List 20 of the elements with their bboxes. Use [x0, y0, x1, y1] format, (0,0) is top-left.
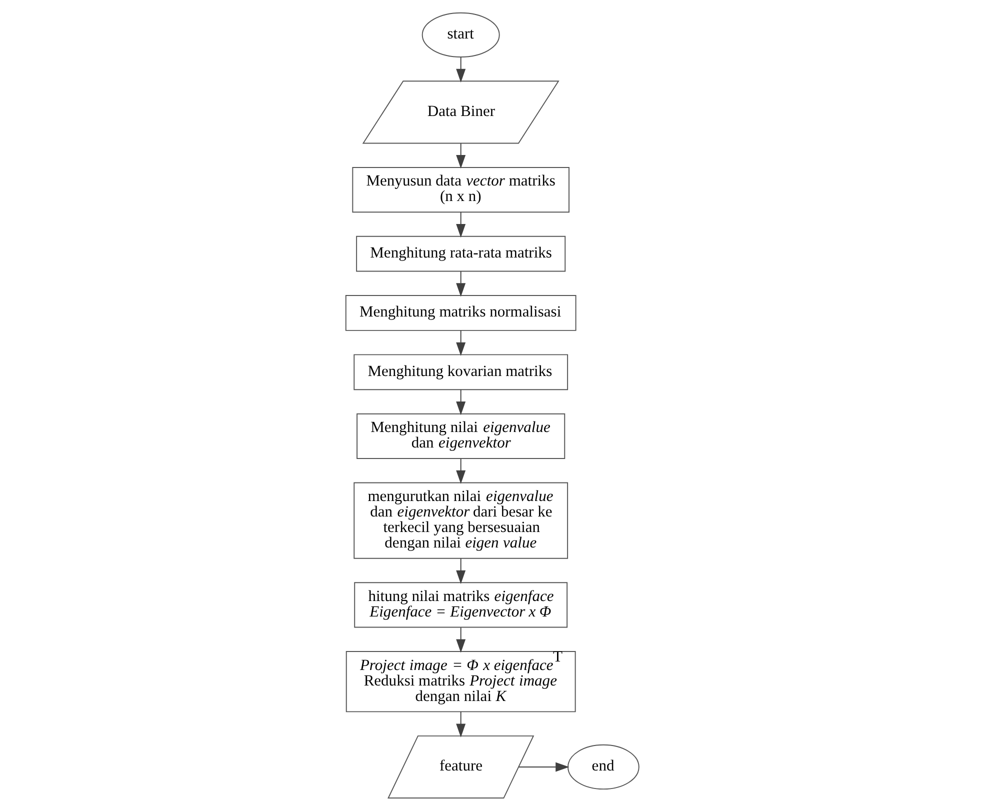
node-box: Menghitung rata-rata matriks: [356, 236, 566, 272]
arrow: [456, 389, 466, 416]
node-box: Menghitung nilai eigenvalue dan eigenvektor: [356, 413, 566, 459]
arrow: [518, 762, 570, 772]
arrow: [456, 56, 466, 83]
arrow: [456, 711, 466, 738]
arrow: [456, 558, 466, 584]
node-ellipse: start: [422, 12, 500, 58]
arrow: [456, 330, 466, 356]
node-box: mengurutkan nilai eigenvalue dan eigenvektor dari besar ke terkecil yang bersesuaian dengan nilai eigen value: [354, 482, 568, 559]
node-box: Menyusun data vector matriks (n x n): [352, 166, 570, 213]
arrow: [456, 458, 466, 484]
node-box: Menghitung matriks normalisasi: [345, 295, 576, 331]
arrow: [456, 142, 466, 169]
arrow: [456, 212, 466, 238]
node-box: hitung nilai matriks eigenface Eigenface = Eigenvector x Φ: [354, 582, 568, 628]
node-box: Menghitung kovarian matriks: [354, 354, 568, 390]
arrow: [456, 270, 466, 297]
arrow: [456, 627, 466, 653]
node-ellipse: end: [568, 744, 640, 790]
